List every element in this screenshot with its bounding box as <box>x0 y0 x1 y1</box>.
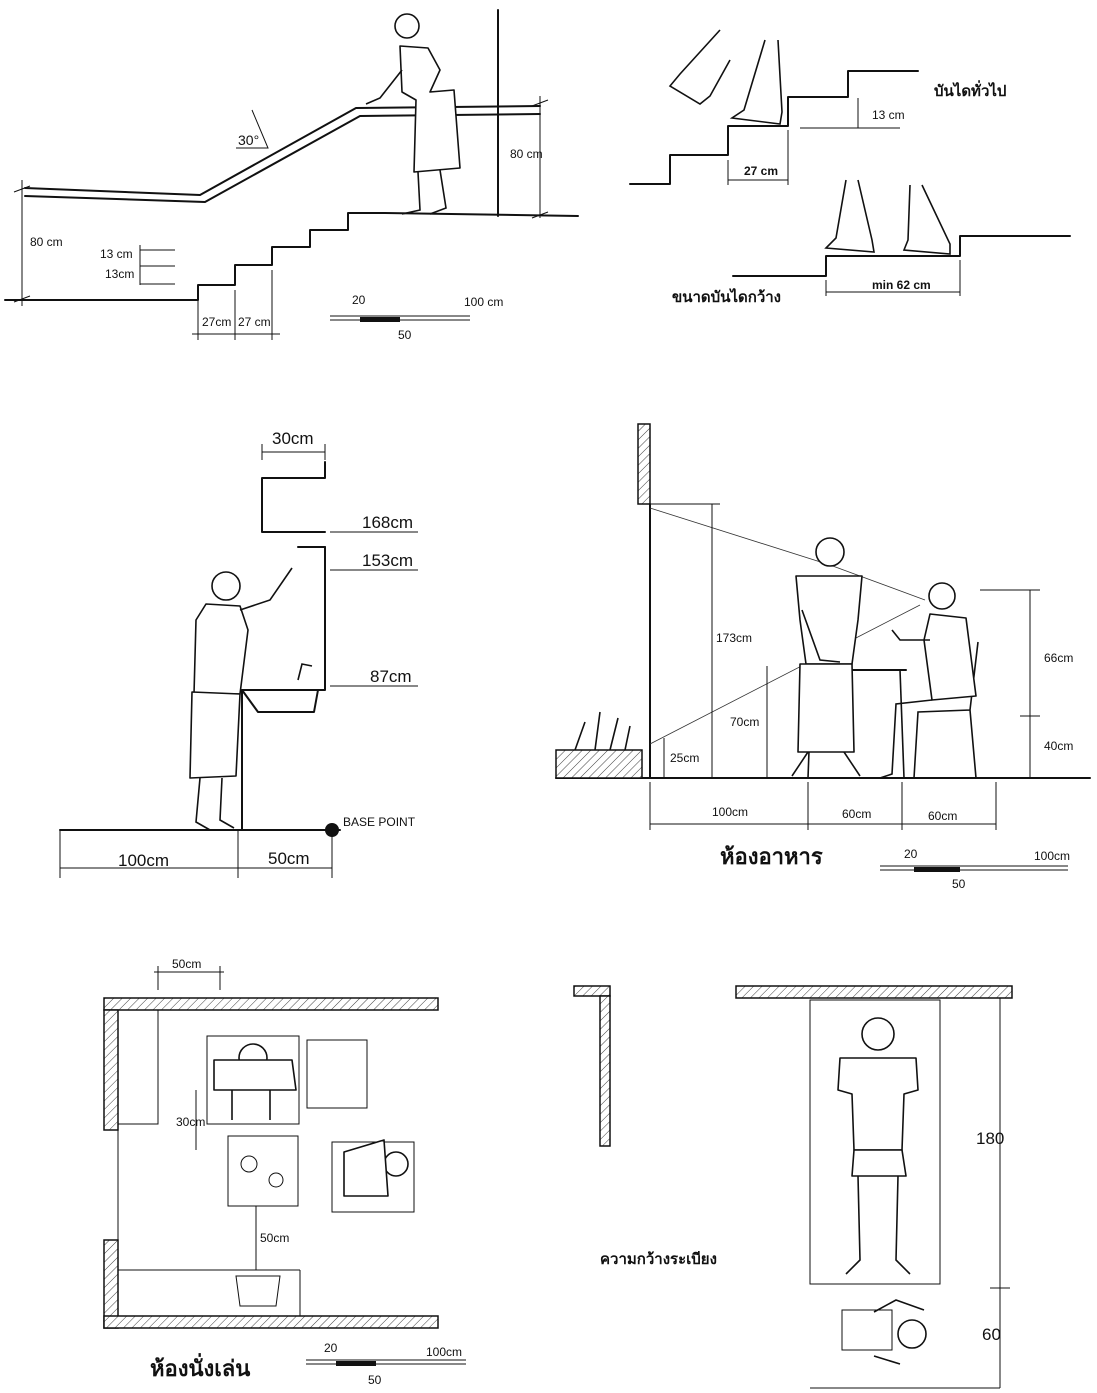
dining-section: 173cm 70cm 25cm 66cm 40cm 100cm 60cm 60c… <box>555 423 1091 891</box>
living-scale-a: 20 <box>324 1341 338 1355</box>
dining-eye-height: 173cm <box>716 631 752 645</box>
kitchen-w1: 100cm <box>118 851 169 870</box>
step-title-general: บันไดทั่วไป <box>934 80 1006 100</box>
dining-w2: 60cm <box>842 807 871 821</box>
stair-angle-label: 30° <box>238 132 259 148</box>
living-person-2 <box>343 1139 409 1197</box>
stair-scale-mid: 50 <box>398 328 412 342</box>
kitchen-h3: 87cm <box>370 667 412 686</box>
living-scale-mid: 50 <box>368 1373 382 1387</box>
balcony-title: ความกว้างระเบียง <box>600 1251 717 1268</box>
kitchen-w2: 50cm <box>268 849 310 868</box>
step-tread: 27 cm <box>744 164 778 178</box>
dining-title: ห้องอาหาร <box>720 844 823 869</box>
balcony-seated-figure <box>841 1299 927 1365</box>
living-clearance: 50cm <box>260 1231 289 1245</box>
living-person-1 <box>213 1043 297 1120</box>
step-detail: 27 cm 13 cm บันไดทั่วไป min 62 cm ขนาดบั… <box>629 29 1071 306</box>
dining-w1: 100cm <box>712 805 748 819</box>
dining-standing-figure <box>791 537 863 777</box>
dining-scale-a: 20 <box>904 847 918 861</box>
kitchen-section: 100cm 50cm BASE POINT 30cm 168cm 153cm 8… <box>59 429 418 878</box>
stair-scale-b: 100 cm <box>464 295 503 309</box>
living-chair-depth: 50cm <box>172 957 201 971</box>
dining-w3: 60cm <box>928 809 957 823</box>
living-scale-b: 100cm <box>426 1345 462 1359</box>
kitchen-h2: 153cm <box>362 551 413 570</box>
stair-riser-top: 13 cm <box>100 247 133 261</box>
stair-handrail-height-right: 80 cm <box>510 147 543 161</box>
stair-tread-2: 27 cm <box>238 315 271 329</box>
living-gap: 30cm <box>176 1115 205 1129</box>
woman-figure <box>365 13 461 215</box>
stair-riser-bottom: 13cm <box>105 267 134 281</box>
step-wide: min 62 cm <box>872 278 931 292</box>
dining-seat: 40cm <box>1044 739 1073 753</box>
dining-sitting-eye: 66cm <box>1044 651 1073 665</box>
living-room-plan: 50cm 30cm 50cm ห้องนั่งเล่น 20 50 100cm <box>103 957 466 1387</box>
dining-seated-figure <box>879 582 977 779</box>
kitchen-woman-figure <box>189 567 293 831</box>
balcony-width: 60 <box>982 1325 1001 1344</box>
kitchen-base-point: BASE POINT <box>343 815 416 829</box>
step-title-wide: ขนาดบันไดกว้าง <box>672 287 781 306</box>
stair-scale-a: 20 <box>352 293 366 307</box>
kitchen-h1: 168cm <box>362 513 413 532</box>
dining-table-height: 70cm <box>730 715 759 729</box>
balcony-length: 180 <box>976 1129 1004 1148</box>
balcony-plan: 180 60 ความกว้างระเบียง <box>573 985 1013 1389</box>
dining-scale-b: 100cm <box>1034 849 1070 863</box>
dining-planter: 25cm <box>670 751 699 765</box>
kitchen-shelf-depth: 30cm <box>272 429 314 448</box>
stair-section: 30° 80 cm 80 cm 13 cm 13cm 27cm 27 cm 20… <box>4 9 579 342</box>
stair-handrail-height-left: 80 cm <box>30 235 63 249</box>
step-riser: 13 cm <box>872 108 905 122</box>
balcony-standing-figure <box>837 1017 919 1275</box>
dining-scale-mid: 50 <box>952 877 966 891</box>
stair-tread-1: 27cm <box>202 315 231 329</box>
living-title: ห้องนั่งเล่น <box>150 1352 250 1381</box>
